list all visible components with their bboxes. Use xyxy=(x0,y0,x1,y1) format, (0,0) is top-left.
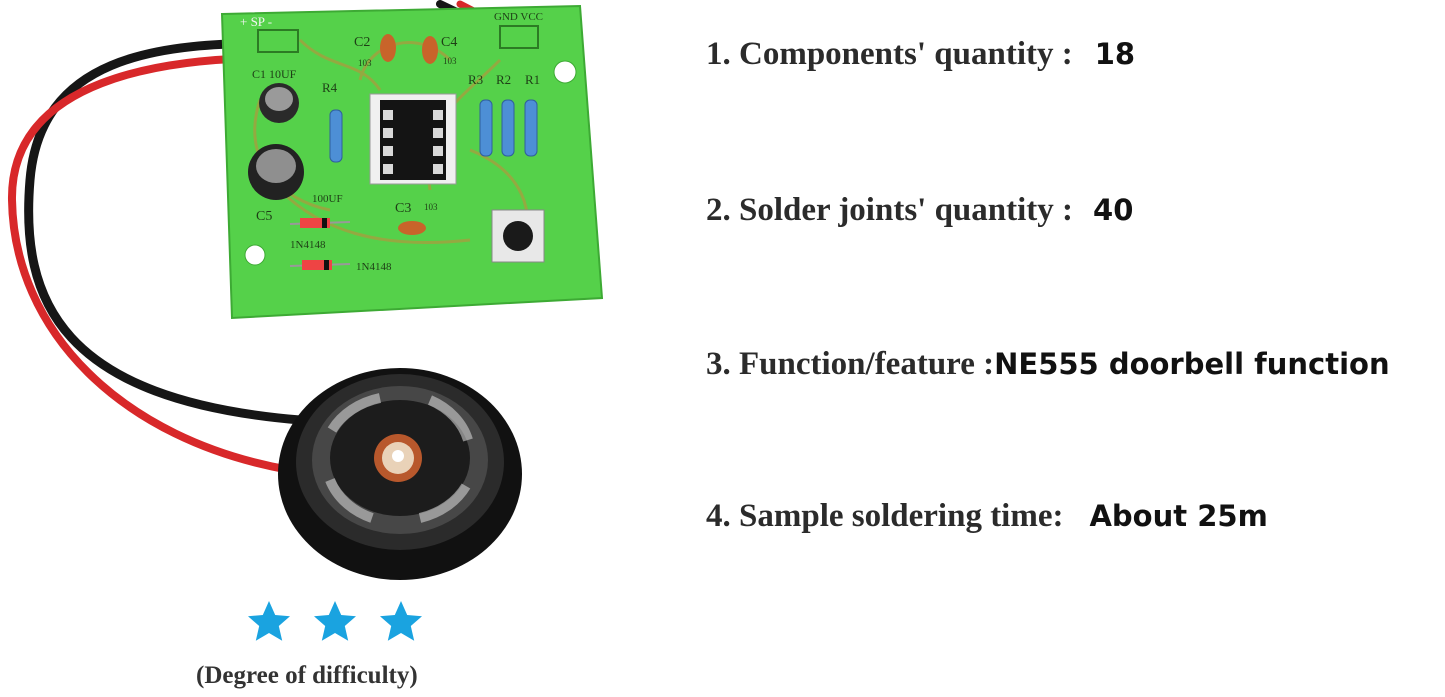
label-sp: + SP - xyxy=(240,14,272,29)
spec-function-feature: 3. Function/feature : NE555 doorbell fun… xyxy=(706,346,1390,383)
label-gnd-vcc: GND VCC xyxy=(494,11,543,23)
label-c1: C1 10UF xyxy=(252,67,297,81)
spec-solder-joints-quantity: 2. Solder joints' quantity : 40 xyxy=(706,192,1133,229)
difficulty-caption: (Degree of difficulty) xyxy=(196,662,418,689)
label-c5: C5 xyxy=(256,209,272,224)
capacitor-c3 xyxy=(398,221,426,235)
label-c3: C3 xyxy=(395,201,411,216)
spec-value: 18 xyxy=(1094,37,1136,71)
star-icon xyxy=(248,601,290,641)
capacitor-c2 xyxy=(380,34,396,62)
resistor-r3 xyxy=(479,99,493,157)
resistor-r2 xyxy=(501,99,515,157)
push-button-switch xyxy=(491,209,545,263)
ic-chip xyxy=(369,93,457,185)
product-image: + SP - GND VCC C1 10UF C2 103 C4 103 C3 … xyxy=(7,0,604,580)
label-c2-code: 103 xyxy=(358,58,372,68)
pcb-board: + SP - GND VCC C1 10UF C2 103 C4 103 C3 … xyxy=(220,4,604,320)
label-c5-value: 100UF xyxy=(312,193,343,205)
spec-label: 1. Components' quantity : xyxy=(706,36,1073,72)
resistor-r4 xyxy=(329,109,343,163)
label-r2: R2 xyxy=(496,72,511,87)
label-d2: 1N4148 xyxy=(356,261,392,273)
spec-value: About 25m xyxy=(1089,499,1268,533)
label-c4-code: 103 xyxy=(443,56,457,66)
capacitor-c4 xyxy=(422,36,438,64)
difficulty-rating xyxy=(245,598,425,646)
label-c3-code: 103 xyxy=(424,202,438,212)
label-r1: R1 xyxy=(525,72,540,87)
spec-label: 4. Sample soldering time: xyxy=(706,498,1064,534)
diode-d1 xyxy=(289,218,351,228)
label-r3: R3 xyxy=(468,72,483,87)
spec-value: 40 xyxy=(1093,193,1134,227)
speaker xyxy=(278,368,522,580)
star-icon xyxy=(314,601,356,641)
label-d1: 1N4148 xyxy=(290,239,326,251)
star-icon xyxy=(380,601,422,641)
spec-components-quantity: 1. Components' quantity : 18 xyxy=(706,36,1135,73)
spec-value: NE555 doorbell function xyxy=(994,347,1390,381)
label-c2: C2 xyxy=(354,35,370,50)
label-r4: R4 xyxy=(322,80,338,95)
spec-soldering-time: 4. Sample soldering time: About 25m xyxy=(706,498,1268,535)
spec-label: 2. Solder joints' quantity : xyxy=(706,192,1074,228)
spec-label: 3. Function/feature : xyxy=(706,346,995,382)
label-c4: C4 xyxy=(441,35,457,50)
resistor-r1 xyxy=(524,99,538,157)
capacitor-c5 xyxy=(248,144,304,200)
capacitor-c1 xyxy=(259,83,299,123)
diode-d2 xyxy=(289,260,351,270)
